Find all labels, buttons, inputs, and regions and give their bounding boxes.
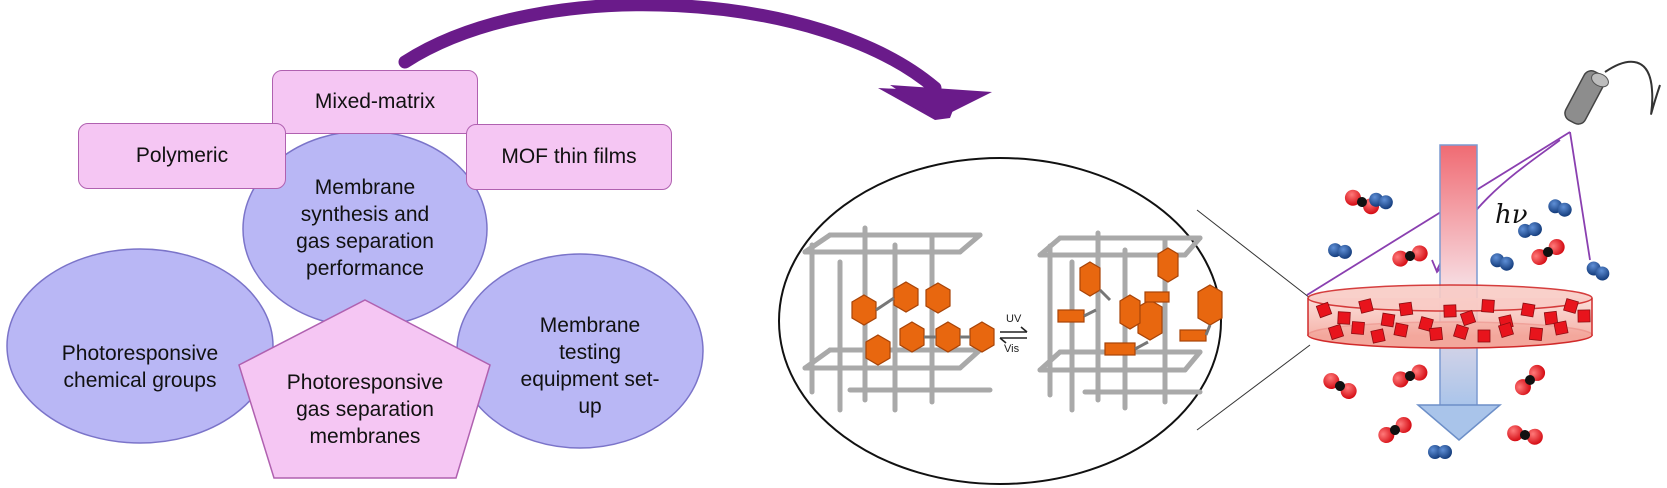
membrane-particle (1315, 301, 1333, 319)
co2-molecule (1392, 245, 1428, 267)
equilibrium-arrows (999, 326, 1028, 344)
polymeric-box: Polymeric (78, 123, 286, 189)
co2-molecule (1507, 425, 1543, 445)
mof-thin-films-label: MOF thin films (501, 145, 637, 168)
center-pentagon-label: Photoresponsive gas separation membranes (286, 371, 444, 448)
membrane-particle (1380, 312, 1396, 328)
membrane-particle (1418, 316, 1434, 332)
n2-molecule (1586, 261, 1610, 281)
vis-label: Vis (1004, 343, 1020, 355)
membrane-particle (1358, 298, 1374, 314)
polymeric-label: Polymeric (135, 144, 229, 167)
hexagons-right (1057, 247, 1223, 356)
center-pentagon (238, 299, 491, 479)
membrane-particle (1481, 299, 1495, 313)
membrane-particle (1337, 311, 1351, 325)
membrane-particle (1393, 322, 1409, 338)
n2-molecule (1548, 199, 1572, 217)
membrane-particle (1351, 321, 1365, 335)
mof-thin-films-box: MOF thin films (466, 124, 672, 190)
membrane-particle (1398, 301, 1414, 317)
light-arrow (1415, 144, 1503, 441)
photoresponsive-groups-label: Photoresponsive chemical groups (61, 342, 219, 392)
mixed-matrix-box: Mixed-matrix (272, 70, 478, 134)
membrane-particle (1528, 326, 1544, 342)
n2-molecule (1490, 253, 1514, 271)
hexagons-left (851, 281, 995, 366)
co2-molecule (1531, 239, 1565, 265)
membrane-particle (1543, 310, 1559, 326)
membrane-particle (1477, 329, 1491, 343)
co2-molecule (1392, 364, 1428, 388)
photoresponsive-groups-ellipse (6, 248, 274, 444)
membrane-particle (1498, 322, 1514, 338)
photon-energy-label: hν (1495, 200, 1528, 230)
n2-molecule (1369, 192, 1393, 210)
n2-molecule (1428, 445, 1452, 459)
membrane-particle (1459, 309, 1477, 327)
co2-molecule (1344, 189, 1380, 215)
membrane-particle (1443, 304, 1457, 318)
co2-molecule (1514, 364, 1546, 396)
membrane-particle (1370, 328, 1386, 344)
membrane-synthesis-label: Membrane synthesis and gas separation pe… (296, 176, 434, 280)
transition-arrow (398, 0, 992, 120)
n2-molecule (1518, 222, 1542, 238)
co2-molecule (1323, 373, 1357, 399)
uv-label: UV (1006, 313, 1022, 325)
membrane-particle (1553, 320, 1569, 336)
membrane-particle (1520, 302, 1536, 318)
light-source (1564, 60, 1661, 125)
membrane-particle (1563, 298, 1579, 314)
co2-molecule (1378, 417, 1412, 443)
membrane-particle (1428, 326, 1444, 342)
membrane-particle (1453, 324, 1469, 340)
membrane-particle (1327, 323, 1345, 341)
mixed-matrix-label: Mixed-matrix (314, 90, 436, 113)
n2-molecule (1328, 243, 1352, 259)
membrane-particle (1577, 309, 1591, 323)
gas-molecules (1323, 189, 1610, 459)
membrane-particles (1315, 298, 1591, 344)
membrane-testing-label: Membrane testing equipment set- up (520, 314, 660, 418)
